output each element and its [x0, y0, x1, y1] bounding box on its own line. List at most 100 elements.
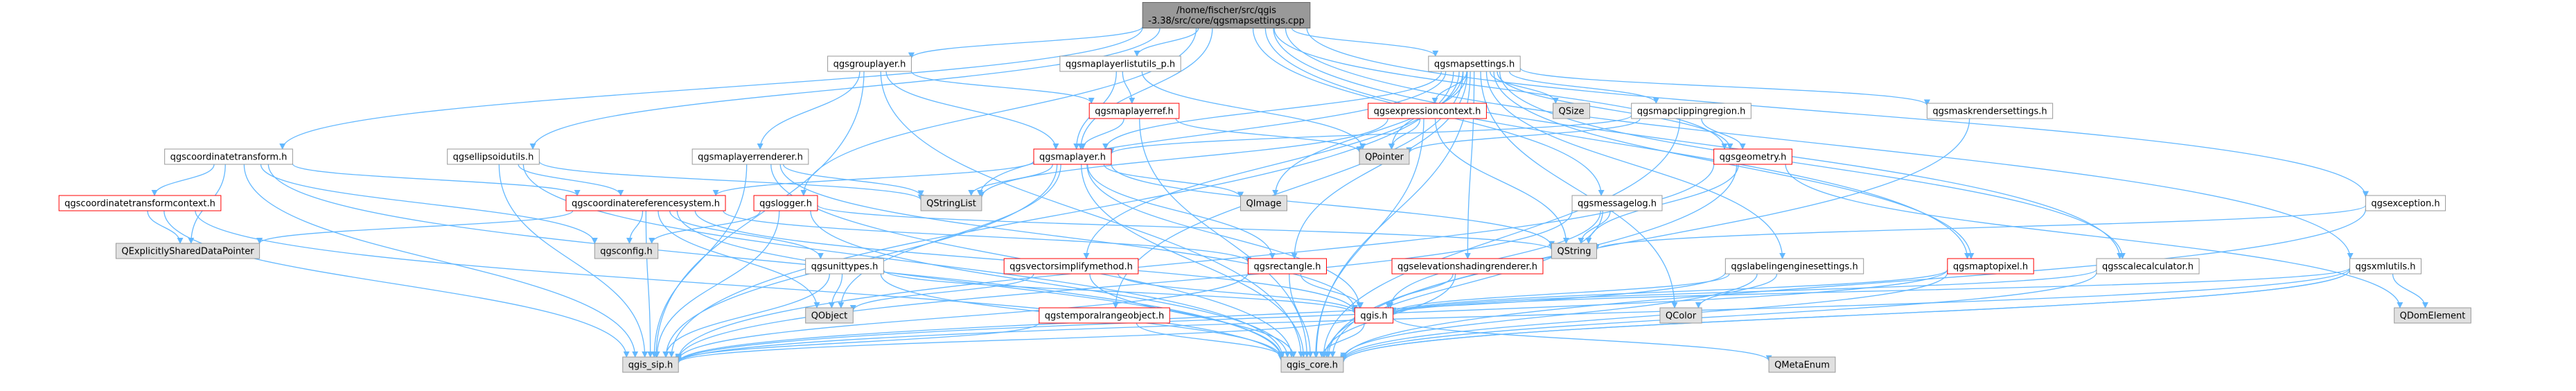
node-label: QSize — [1559, 107, 1585, 117]
node-qgslogger-h[interactable]: qgslogger.h — [753, 195, 818, 211]
node-label: qgsmessagelog.h — [1578, 199, 1657, 209]
edge-qgsmapsettings-cpp-to-qgsxmlutils-h — [1285, 28, 2354, 259]
node-qgscoordinatetransform-h[interactable]: qgscoordinatetransform.h — [164, 148, 293, 165]
edge-qgscoordinatetransformcontext-h-to-qexplicitlyshareddatapointer — [147, 210, 184, 244]
edge-qgslogger-h-to-qgis-sip-h — [653, 210, 780, 358]
edge-qgsgrouplayer-h-to-qgis-sip-h — [653, 71, 865, 358]
node-qgsunittypes-h[interactable]: qgsunittypes.h — [805, 258, 884, 275]
edge-qgsmapsettings-h-to-qgsmaptopixel-h — [1493, 71, 1975, 259]
node-qgsmapclippingregion-h[interactable]: qgsmapclippingregion.h — [1631, 103, 1752, 119]
node-box — [753, 195, 818, 211]
edge-qgsmapclippingregion-h-to-qgis-core-h — [1320, 118, 1681, 358]
node-box — [1354, 307, 1394, 324]
node-label: qgslogger.h — [759, 199, 812, 209]
node-label: qgis_sip.h — [628, 360, 673, 371]
edge-qgsmapsettings-h-to-qgsmaplayer-h — [1102, 71, 1443, 150]
edge-qgsgrouplayer-h-to-qgsmaplayerref-h — [910, 71, 1095, 104]
node-qgsgrouplayer-h[interactable]: qgsgrouplayer.h — [827, 55, 912, 72]
node-qsize: QSize — [1553, 103, 1590, 119]
node-label: QMetaEnum — [1774, 360, 1830, 371]
edge-qgsmapsettings-cpp-to-qgscoordinatetransform-h — [279, 27, 1143, 150]
node-qstringlist: QStringList — [920, 195, 982, 211]
node-qgsvectorsimplifymethod-h[interactable]: qgsvectorsimplifymethod.h — [1003, 258, 1139, 275]
node-qgsmaplayerref-h[interactable]: qgsmaplayerref.h — [1088, 103, 1180, 119]
node-box — [1571, 195, 1663, 211]
edge-qgis-h-to-qgis-core-h — [1318, 322, 1365, 358]
node-box — [1033, 148, 1112, 165]
edge-qgsexpressioncontext-h-to-qgis-core-h — [1312, 118, 1424, 358]
edge-qgslabelingenginesettings-h-to-qgis-sip-h — [675, 272, 1726, 363]
node-qgsgeometry-h[interactable]: qgsgeometry.h — [1713, 148, 1792, 165]
node-qgsmaplayer-h[interactable]: qgsmaplayer.h — [1033, 148, 1112, 165]
node-qgscoordinatetransformcontext-h[interactable]: qgscoordinatetransformcontext.h — [58, 195, 222, 211]
edge-qgscoordinatetransform-h-to-qgsconfig-h — [260, 164, 598, 245]
node-box — [58, 195, 222, 211]
node-box — [1553, 103, 1590, 119]
node-qpointer: QPointer — [1359, 148, 1410, 165]
edge-qgsmaptopixel-h-to-qgis-h — [1390, 269, 1948, 315]
node-box — [594, 243, 659, 259]
node-label: qgsunittypes.h — [811, 262, 879, 272]
node-qgis-sip-h: qgis_sip.h — [622, 356, 679, 373]
edge-qgsvectorsimplifymethod-h-to-qgis-core-h — [1089, 273, 1297, 358]
edge-qgsexception-h-to-qstring — [1594, 205, 2367, 251]
edge-qgsexpressioncontext-h-to-qstringlist — [978, 118, 1388, 198]
edge-qgsellipsoidutils-h-to-qstringlist — [538, 161, 924, 201]
node-qgsmaplayerrenderer-h[interactable]: qgsmaplayerrenderer.h — [691, 148, 809, 165]
node-qgslabelingenginesettings-h[interactable]: qgslabelingenginesettings.h — [1724, 258, 1864, 275]
node-qgsmapsettings-cpp[interactable]: /home/fischer/src/qgis-3.38/src/core/qgs… — [1142, 2, 1311, 28]
node-qgsrectangle-h[interactable]: qgsrectangle.h — [1247, 258, 1327, 275]
edge-qgsmapsettings-cpp-to-qgsgrouplayer-h — [908, 26, 1143, 59]
node-qimage: QImage — [1240, 195, 1287, 211]
edges-layer — [147, 26, 2428, 364]
edge-qgsxmlutils-h-to-qgis-h — [1390, 267, 2351, 315]
edge-qgsmaplayer-h-to-qimage — [1103, 164, 1244, 198]
node-qstring: QString — [1551, 243, 1598, 259]
edge-qgsrectangle-h-to-qgis-h — [1300, 273, 1364, 309]
node-qgsexpressioncontext-h[interactable]: qgsexpressioncontext.h — [1368, 103, 1487, 119]
node-box — [2096, 258, 2200, 275]
edge-qgsmapsettings-h-to-qcolor — [1480, 71, 1678, 309]
edge-qgsmapsettings-h-to-qgslabelingenginesettings-h — [1485, 71, 1786, 259]
node-qgsmapsettings-h[interactable]: qgsmapsettings.h — [1428, 55, 1521, 72]
edge-qgsexception-h-to-qgis-core-h — [1340, 209, 2367, 361]
edge-qgsmaplayerref-h-to-qgsmaplayer-h — [1079, 118, 1124, 150]
node-qgis-h[interactable]: qgis.h — [1354, 307, 1394, 324]
node-box — [1088, 103, 1180, 119]
node-qgscoordinatereferencesystem-h[interactable]: qgscoordinatereferencesystem.h — [565, 195, 726, 211]
edge-qgscoordinatereferencesystem-h-to-qgis-sip-h — [645, 210, 654, 358]
node-qgsmaplayerlistutils-p-h[interactable]: qgsmaplayerlistutils_p.h — [1059, 55, 1181, 72]
node-qgsmaskrendersettings-h[interactable]: qgsmaskrendersettings.h — [1926, 103, 2054, 119]
node-label: qgsmaplayerref.h — [1095, 107, 1174, 117]
node-label: qgsxmlutils.h — [2356, 262, 2416, 272]
edge-qgscoordinatereferencesystem-h-to-qgis-core-h — [676, 210, 1285, 358]
node-label: qgsmaskrendersettings.h — [1932, 107, 2047, 117]
node-qgsmaptopixel-h[interactable]: qgsmaptopixel.h — [1947, 258, 2034, 275]
edge-qgsmaplayerrenderer-h-to-qgis-sip-h — [651, 164, 748, 358]
node-qgselevationshadingrenderer-h[interactable]: qgselevationshadingrenderer.h — [1391, 258, 1544, 275]
node-label: qgsgrouplayer.h — [833, 60, 906, 70]
node-box — [565, 195, 726, 211]
node-label: qgsmaplayerlistutils_p.h — [1066, 60, 1175, 70]
node-box — [2365, 195, 2446, 211]
edge-qgsmessagelog-h-to-qgis-core-h — [1323, 210, 1603, 358]
node-qgsscalecalculator-h[interactable]: qgsscalecalculator.h — [2096, 258, 2200, 275]
edge-qgsmapsettings-cpp-to-qgsscalecalculator-h — [1273, 28, 2124, 259]
node-label: qgsgeometry.h — [1720, 153, 1787, 163]
node-label: QImage — [1246, 199, 1282, 209]
node-box — [1631, 103, 1752, 119]
node-label: qgsmapsettings.h — [1434, 60, 1515, 70]
node-qgsellipsoidutils-h[interactable]: qgsellipsoidutils.h — [447, 148, 540, 165]
edge-qgsmaskrendersettings-h-to-qgis-core-h — [1329, 118, 1970, 358]
node-qgsxmlutils-h[interactable]: qgsxmlutils.h — [2349, 258, 2421, 275]
edge-qgsmapsettings-cpp-to-qgsexception-h — [1306, 28, 2369, 198]
node-label: qgselevationshadingrenderer.h — [1397, 262, 1537, 272]
edge-qgsmapsettings-h-to-qsize — [1490, 71, 1559, 104]
node-qgsexception-h[interactable]: qgsexception.h — [2365, 195, 2446, 211]
edge-qgsmapclippingregion-h-to-qgsgeometry-h — [1701, 118, 1746, 150]
node-qgstemporalrangeobject-h[interactable]: qgstemporalrangeobject.h — [1039, 307, 1170, 324]
node-qgsmessagelog-h[interactable]: qgsmessagelog.h — [1571, 195, 1663, 211]
edge-qgsmapsettings-h-to-qgis-sip-h — [668, 71, 1454, 358]
edge-qgsmaplayer-h-to-qgscoordinatereferencesystem-h — [712, 160, 1034, 196]
